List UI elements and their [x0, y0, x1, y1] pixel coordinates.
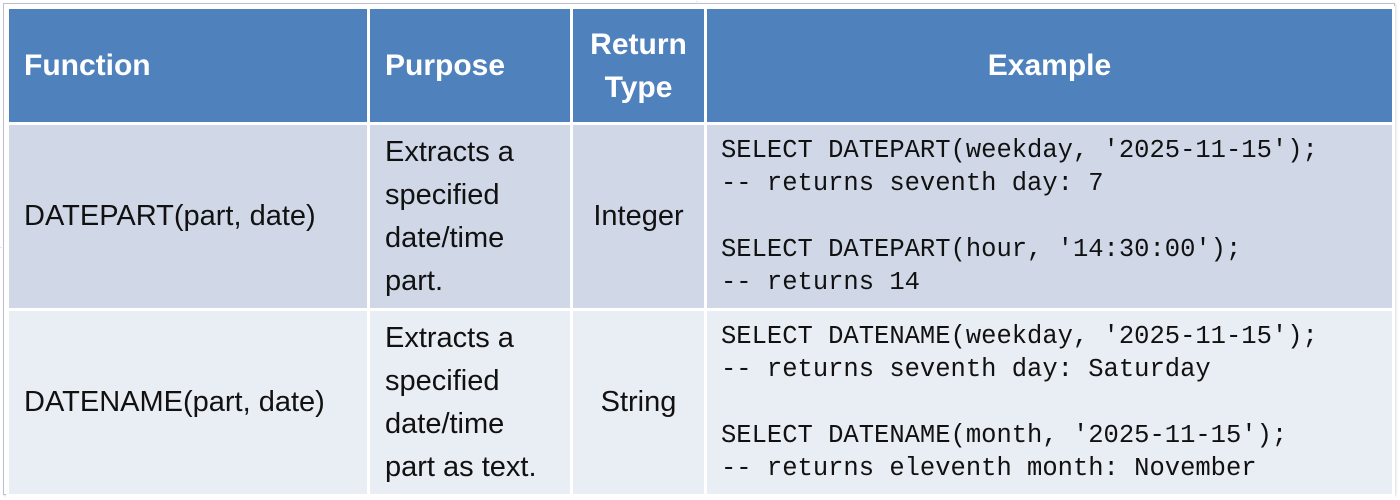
cell-purpose: Extracts a specified date/time part as t… — [367, 308, 573, 497]
purpose-line: Extracts a — [385, 321, 514, 354]
resize-handle-top-icon[interactable]: · — [696, 0, 698, 6]
cell-example: SELECT DATEPART(weekday, '2025-11-15'); -… — [704, 122, 1395, 311]
purpose-line: date/time — [385, 407, 505, 440]
cell-function: DATEPART(part, date) — [6, 122, 370, 311]
header-example: Example — [704, 6, 1395, 125]
cell-example: SELECT DATENAME(weekday, '2025-11-15'); -… — [704, 308, 1395, 497]
purpose-line: specified — [385, 178, 500, 211]
code-line: SELECT DATENAME(month, '2025-11-15'); — [721, 421, 1288, 450]
header-return-type-line2: Type — [604, 70, 673, 104]
code-comment-line: -- returns seventh day: 7 — [721, 169, 1104, 198]
table-row: DATEPART(part, date) Extracts a specifie… — [6, 122, 1395, 311]
cell-function: DATENAME(part, date) — [6, 308, 370, 497]
table-row: DATENAME(part, date) Extracts a specifie… — [6, 308, 1395, 497]
code-line: SELECT DATENAME(weekday, '2025-11-15'); — [721, 322, 1318, 351]
code-gap — [721, 200, 1392, 233]
purpose-line: part. — [385, 264, 444, 297]
cell-return-type: Integer — [570, 122, 707, 311]
cell-return-type: String — [570, 308, 707, 497]
purpose-line: specified — [385, 364, 500, 397]
functions-table: Function Purpose Return Type Example DAT… — [6, 6, 1395, 497]
purpose-line: date/time — [385, 221, 505, 254]
code-line: SELECT DATEPART(weekday, '2025-11-15'); — [721, 136, 1318, 165]
code-comment-line: -- returns eleventh month: November — [721, 454, 1257, 483]
code-line: SELECT DATEPART(hour, '14:30:00'); — [721, 235, 1242, 264]
purpose-line: Extracts a — [385, 135, 514, 168]
cell-purpose: Extracts a specified date/time part. — [367, 122, 573, 311]
header-purpose: Purpose — [367, 6, 573, 125]
code-gap — [721, 386, 1392, 419]
header-function: Function — [6, 6, 370, 125]
purpose-line: part as text. — [385, 450, 537, 483]
header-return-type: Return Type — [570, 6, 707, 125]
header-return-type-line1: Return — [590, 27, 687, 61]
code-comment-line: -- returns 14 — [721, 268, 920, 297]
code-comment-line: -- returns seventh day: Saturday — [721, 355, 1211, 384]
header-row: Function Purpose Return Type Example — [6, 6, 1395, 125]
resize-handle-left-icon[interactable]: · — [0, 245, 2, 252]
